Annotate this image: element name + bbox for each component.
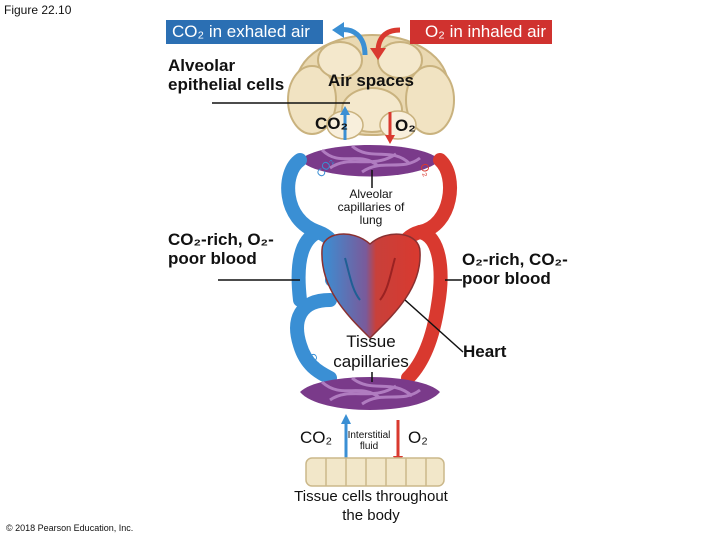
alveoli-cluster bbox=[287, 34, 455, 140]
label-co2-bottom: CO₂ bbox=[300, 428, 333, 447]
copyright-notice: © 2018 Pearson Education, Inc. bbox=[6, 523, 134, 533]
label-alveolar-epithelial: Alveolar epithelial cells bbox=[168, 56, 285, 94]
aorta bbox=[401, 225, 448, 385]
label-heart: Heart bbox=[463, 342, 507, 361]
tissue-capillary-bed bbox=[300, 376, 440, 410]
side-o2-lower: O₂ bbox=[412, 356, 429, 373]
inhale-arrowhead bbox=[370, 48, 386, 60]
exhale-arrowhead bbox=[332, 22, 344, 38]
label-o2-top: O₂ bbox=[395, 116, 416, 135]
tissue-cells bbox=[305, 457, 445, 487]
systemic-vein bbox=[291, 225, 325, 307]
label-o2-rich-blood: O₂-rich, CO₂-poor blood bbox=[462, 250, 568, 288]
label-tissue-cells: Tissue cells throughout the body bbox=[294, 488, 448, 524]
label-air-spaces: Air spaces bbox=[328, 71, 414, 90]
label-co2-rich-blood: CO₂-rich, O₂-poor blood bbox=[168, 230, 274, 268]
vena-cava bbox=[290, 293, 337, 385]
side-o2-upper: O₂ bbox=[417, 162, 433, 178]
label-o2-bottom: O₂ bbox=[408, 428, 428, 447]
leader-heart bbox=[404, 299, 464, 353]
figure-label: Figure 22.10 bbox=[4, 3, 72, 17]
banner-o2-inhaled: O₂ in inhaled air bbox=[410, 20, 552, 44]
label-interstitial-fluid: Interstitial fluid bbox=[347, 430, 391, 452]
heart bbox=[321, 233, 421, 340]
label-co2-top: CO₂ bbox=[315, 114, 349, 133]
banner-co2-exhaled: CO₂ in exhaled air bbox=[166, 20, 323, 44]
alveolar-capillary-bed bbox=[300, 144, 440, 177]
label-tissue-capillaries: Tissue capillaries bbox=[333, 332, 409, 371]
label-alveolar-capillaries: Alveolar capillaries of lung bbox=[337, 187, 405, 227]
